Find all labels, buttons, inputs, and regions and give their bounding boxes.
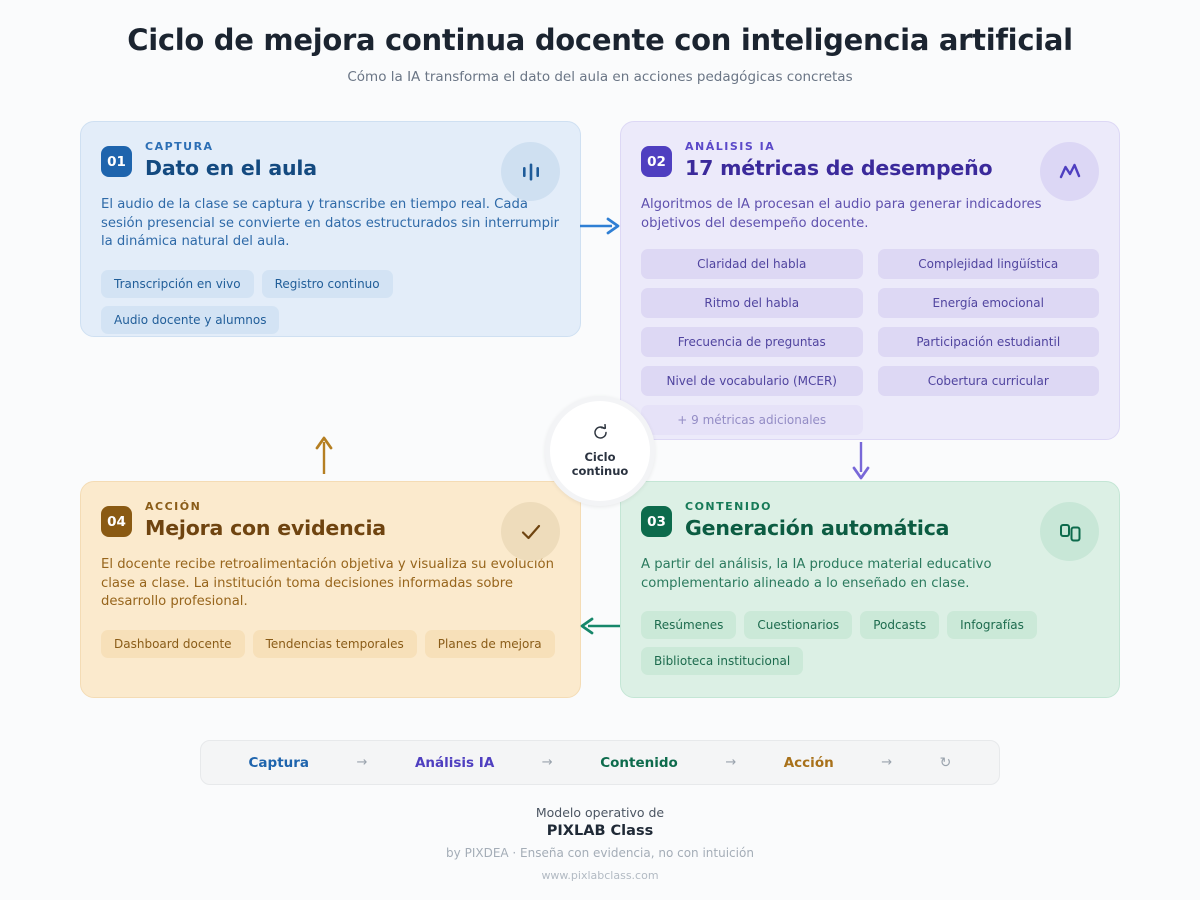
audio-waveform-icon [501,142,560,201]
flow-step-accion[interactable]: Acción [783,754,834,771]
metric-item[interactable]: Energía emocional [877,288,1099,319]
flow-step-analisis[interactable]: Análisis IA [414,754,495,771]
card-kicker: ANÁLISIS IA [685,140,776,153]
chip[interactable]: Infografías [947,611,1037,640]
metric-item[interactable]: Cobertura curricular [877,366,1099,397]
flow-separator-icon: → [356,755,368,770]
card-kicker: CONTENIDO [685,500,772,513]
page-subtitle: Cómo la IA transforma el dato del aula e… [347,69,853,86]
chip[interactable]: Resúmenes [641,611,737,640]
footer-tagline: by PIXDEA · Enseña con evidencia, no con… [446,846,754,860]
chip[interactable]: Registro continuo [261,270,393,299]
activity-chart-icon [1040,142,1099,201]
card-title: Mejora con evidencia [145,516,386,540]
header: Ciclo de mejora continua docente con int… [0,0,1200,85]
arrow-up-icon [312,432,336,480]
card-body: El audio de la clase se captura y transc… [101,197,560,250]
flow-step-contenido[interactable]: Contenido [600,754,678,771]
chip[interactable]: Transcripción en vivo [101,270,254,299]
step-badge-03: 03 [641,506,672,537]
chip[interactable]: Cuestionarios [744,611,853,640]
arrow-left-icon [578,614,622,642]
footer: Modelo operativo de PIXLAB Class by PIXD… [0,805,1200,882]
card-body: El docente recibe retroalimentación obje… [101,557,554,610]
card-accion[interactable]: 04 ACCIÓN Mejora con evidencia El docent… [80,481,581,698]
step-badge-01: 01 [101,146,132,177]
flow-step-captura[interactable]: Captura [248,754,310,771]
card-header: 01 CAPTURA Dato en el aula [101,140,560,201]
chip[interactable]: Tendencias temporales [252,630,417,659]
card-header: 04 ACCIÓN Mejora con evidencia [101,500,560,561]
chip-list: Dashboard docente Tendencias temporales … [101,630,560,659]
metric-item[interactable]: Claridad del habla [641,249,863,280]
card-contenido[interactable]: 03 CONTENIDO Generación automática A par… [620,481,1120,698]
card-captura[interactable]: 01 CAPTURA Dato en el aula El audio de l… [80,121,581,337]
arrow-down-icon [849,440,873,486]
chip[interactable]: Biblioteca institucional [641,647,804,676]
card-title: Generación automática [685,516,950,540]
check-icon [501,502,560,561]
flow-bar: Captura → Análisis IA → Contenido → Acci… [200,740,1000,785]
cycle-hub-label-line2: continuo [571,464,629,478]
metric-item[interactable]: Nivel de vocabulario (MCER) [641,366,863,397]
card-title: Dato en el aula [145,156,317,180]
flow-loop-icon: ↻ [939,754,952,771]
card-kicker: CAPTURA [145,140,214,153]
chip[interactable]: Audio docente y alumnos [101,306,280,335]
card-header: 02 ANÁLISIS IA 17 métricas de desempeño [641,140,1099,201]
metrics-grid: Claridad del habla Complejidad lingüísti… [641,249,1099,436]
chip-list: Resúmenes Cuestionarios Podcasts Infogra… [641,611,1099,676]
chip[interactable]: Planes de mejora [424,630,555,659]
metric-more-item[interactable]: + 9 métricas adicionales [641,405,863,436]
card-body: A partir del análisis, la IA produce mat… [641,557,992,591]
metric-item[interactable]: Ritmo del habla [641,288,863,319]
metric-item[interactable]: Complejidad lingüística [877,249,1099,280]
card-analisis-ia[interactable]: 02 ANÁLISIS IA 17 métricas de desempeño … [620,121,1120,440]
chip[interactable]: Podcasts [860,611,940,640]
chip-list: Transcripción en vivo Registro continuo … [101,270,560,335]
flow-separator-icon: → [725,755,737,770]
card-kicker: ACCIÓN [145,500,202,513]
flow-separator-icon: → [541,755,553,770]
arrow-right-icon [578,214,622,242]
footer-brand: PIXLAB Class [546,823,654,839]
card-title: 17 métricas de desempeño [685,156,993,180]
footer-url[interactable]: www.pixlabclass.com [541,869,659,882]
copy-blocks-icon [1040,502,1099,561]
metric-item[interactable]: Frecuencia de preguntas [641,327,863,358]
card-body: Algoritmos de IA procesan el audio para … [641,197,1042,231]
footer-line1: Modelo operativo de [535,805,665,820]
page-title: Ciclo de mejora continua docente con int… [127,23,1073,57]
chip[interactable]: Dashboard docente [101,630,245,659]
cycle-hub-label-line1: Ciclo [584,449,616,464]
cycle-hub-label: Ciclo continuo [572,450,629,478]
step-badge-02: 02 [641,146,672,177]
flow-separator-icon: → [881,755,893,770]
card-header: 03 CONTENIDO Generación automática [641,500,1099,561]
metric-item[interactable]: Participación estudiantil [877,327,1099,358]
step-badge-04: 04 [101,506,132,537]
refresh-cycle-icon [592,423,609,445]
cycle-hub[interactable]: Ciclo continuo [545,396,655,506]
